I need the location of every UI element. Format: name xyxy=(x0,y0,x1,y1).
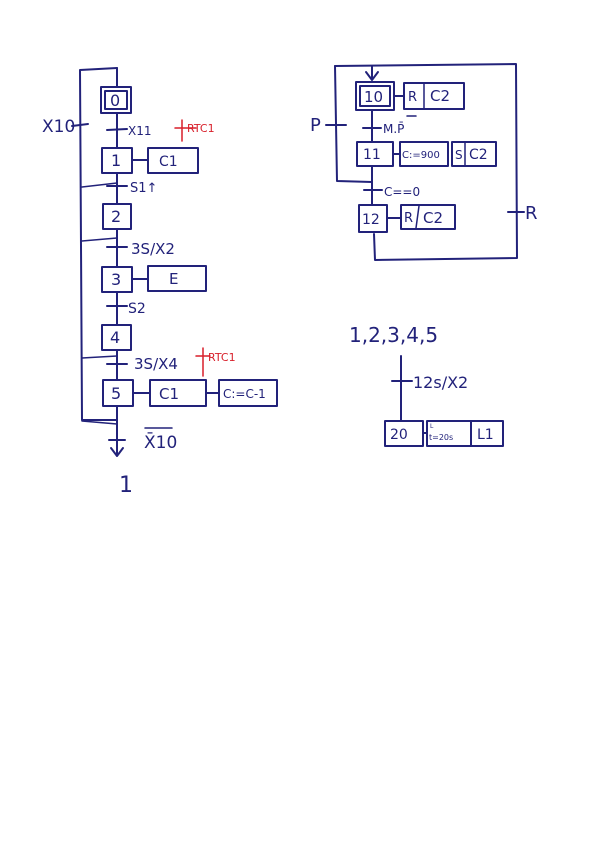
step-0-label: 0 xyxy=(110,91,120,110)
step-0-inner-box xyxy=(104,90,128,110)
step-5-label: 5 xyxy=(111,384,121,403)
branch-line-3 xyxy=(81,355,118,359)
branch-line-4 xyxy=(81,420,118,425)
step-10-action-qualifier: R xyxy=(408,90,417,105)
step-20-action-small: t=20s xyxy=(429,433,453,442)
step-12-action-box[interactable] xyxy=(400,204,456,230)
step-20-label: 20 xyxy=(390,427,408,443)
step-1-action-box[interactable] xyxy=(147,147,199,174)
right-transition-label-2: C==0 xyxy=(384,185,420,199)
step-20-action-box-2[interactable] xyxy=(470,420,504,447)
right-grafcet: P R 10 R C2 M.P̄ 11 C:=900 S C2 C==0 12 xyxy=(310,63,538,261)
step-1-box[interactable] xyxy=(101,147,133,174)
right-entry-arrow xyxy=(365,65,379,81)
step-10-inner-box xyxy=(359,85,391,107)
step-11-action-box-1[interactable] xyxy=(399,141,449,167)
step-11-box[interactable] xyxy=(356,141,394,167)
step-3-action-box[interactable] xyxy=(147,265,207,292)
exit-target-label: 1 xyxy=(119,473,133,498)
step-12-label: 12 xyxy=(362,212,380,228)
step-10-action-box[interactable] xyxy=(403,82,465,110)
step-5-box[interactable] xyxy=(102,379,134,407)
step-3-action-label: E xyxy=(169,270,178,288)
right-p-loop xyxy=(334,65,373,183)
step-3-box[interactable] xyxy=(101,266,133,293)
red-note-1: RTC1 xyxy=(187,122,215,135)
step-11-action-qualifier: S xyxy=(455,148,463,162)
step-5-action-box-2[interactable] xyxy=(218,379,278,407)
step-1-action-label: C1 xyxy=(159,154,178,170)
transition-label-3: 3S/X2 xyxy=(131,240,175,258)
step-11-action-label-1: C:=900 xyxy=(402,150,440,161)
right-outer-loop xyxy=(334,63,518,261)
step-10-label: 10 xyxy=(364,88,383,106)
right-transition-label-1: M.P̄ xyxy=(383,122,404,136)
step-20-action-label: L1 xyxy=(477,427,494,443)
source-steps-label: 1,2,3,4,5 xyxy=(349,323,438,347)
exit-transition-label: X̄10 xyxy=(144,431,177,453)
branch-line-1 xyxy=(81,182,118,188)
step-11-action-label-2: C2 xyxy=(469,147,488,163)
red-note-2: RTC1 xyxy=(208,351,236,364)
left-loop-link xyxy=(79,67,118,421)
r-side-label: R xyxy=(525,203,538,224)
step-20-action-small-prefix: L xyxy=(430,423,434,430)
left-grafcet: X10 0 X11 RTC1 1 C1 S1↑ 2 3S/X2 3 E S2 xyxy=(42,67,278,498)
p-side-label: P xyxy=(310,115,321,136)
transition-label-5: 3S/X4 xyxy=(134,355,178,373)
step-1-label: 1 xyxy=(111,151,121,170)
transition-label-2: S1↑ xyxy=(130,181,157,196)
rtc1-mark-1 xyxy=(174,119,197,142)
fragment-transition-label: 12s/X2 xyxy=(413,373,468,392)
step-12-action-divider xyxy=(415,205,420,229)
transition-label-4: S2 xyxy=(128,301,146,317)
step-12-action-qualifier: R xyxy=(404,211,413,226)
step-5-action-box-1[interactable] xyxy=(149,379,207,407)
step-2-box[interactable] xyxy=(102,203,132,230)
transition-mark-1 xyxy=(106,128,128,131)
x10-side-label: X10 xyxy=(42,117,75,137)
branch-line-2 xyxy=(81,237,118,242)
exit-transition-mark xyxy=(108,433,126,443)
transition-label-1: X11 xyxy=(128,124,152,138)
x10-transition-mark xyxy=(71,123,89,127)
step-4-label: 4 xyxy=(110,328,120,347)
step-11-action-box-2[interactable] xyxy=(451,141,497,167)
step-5-action-label-1: C1 xyxy=(159,385,179,403)
step-2-label: 2 xyxy=(111,207,121,226)
step-11-label: 11 xyxy=(363,147,381,163)
step-5-action-label-2: C:=C-1 xyxy=(223,387,266,401)
step-12-action-label: C2 xyxy=(423,209,443,227)
rtc1-mark-2 xyxy=(195,347,211,377)
step-10-action-label: C2 xyxy=(430,87,450,105)
step-4-box[interactable] xyxy=(101,324,132,351)
step-3-label: 3 xyxy=(111,270,121,289)
timer-fragment: 1,2,3,4,5 12s/X2 20 L t=20s L1 xyxy=(349,323,504,447)
